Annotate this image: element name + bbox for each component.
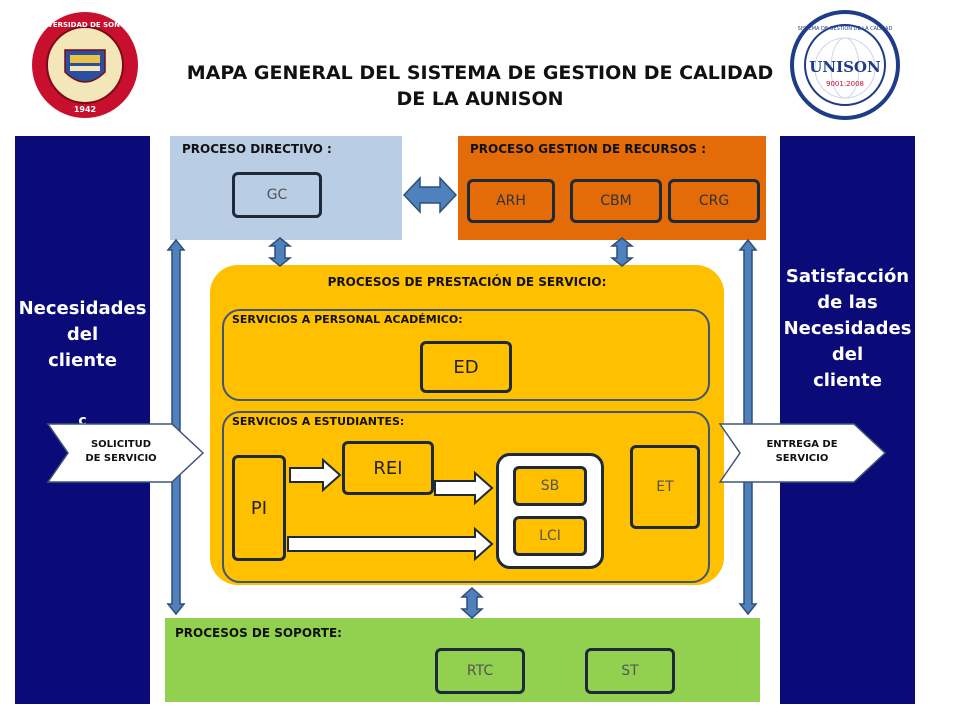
entrega-line-2: SERVICIO: [775, 453, 829, 464]
solicitud-line-1: SOLICITUD: [90, 439, 152, 450]
solicitud-arrow: [46, 423, 205, 483]
double-arrow-recursos-prestacion: [609, 237, 635, 267]
box-rtc: RTC: [435, 648, 525, 694]
left-line-3: cliente: [48, 350, 117, 371]
box-rei: REI: [342, 441, 434, 495]
right-line-4: del: [831, 344, 864, 365]
svg-text:SISTEMA DE GESTION DE LA CALID: SISTEMA DE GESTION DE LA CALIDAD: [798, 26, 893, 32]
double-arrow-prestacion-soporte: [460, 586, 484, 620]
academico-title: SERVICIOS A PERSONAL ACADÉMICO:: [232, 313, 463, 326]
box-gc: GC: [232, 172, 322, 218]
estudiantes-title: SERVICIOS A ESTUDIANTES:: [232, 415, 405, 428]
box-et: ET: [630, 445, 700, 529]
directivo-panel: PROCESO DIRECTIVO : GC: [170, 136, 402, 240]
box-crg: CRG: [668, 179, 760, 223]
svg-text:9001:2008: 9001:2008: [826, 80, 864, 88]
soporte-title: PROCESOS DE SOPORTE:: [175, 626, 342, 640]
directivo-title: PROCESO DIRECTIVO :: [182, 142, 332, 156]
recursos-title: PROCESO GESTION DE RECURSOS :: [470, 142, 707, 156]
left-stray-text: c: [78, 413, 87, 429]
svg-text:1942: 1942: [74, 105, 96, 114]
academico-panel: SERVICIOS A PERSONAL ACADÉMICO: ED: [222, 309, 710, 401]
entrega-arrow: [718, 423, 887, 483]
arrow-pi-to-library: [287, 526, 494, 562]
right-line-3: Necesidades: [783, 318, 912, 339]
right-line-2: de las: [817, 292, 878, 313]
page-title: MAPA GENERAL DEL SISTEMA DE GESTION DE C…: [160, 60, 800, 112]
estudiantes-panel: SERVICIOS A ESTUDIANTES: PI REI SB LCI E…: [222, 411, 710, 583]
soporte-panel: PROCESOS DE SOPORTE: RTC ST: [165, 618, 760, 702]
svg-text:UNIVERSIDAD DE SONORA: UNIVERSIDAD DE SONORA: [33, 21, 137, 29]
box-pi: PI: [232, 455, 286, 561]
universidad-de-sonora-seal-icon: UNIVERSIDAD DE SONORA 1942: [32, 12, 138, 118]
double-arrow-directivo-prestacion: [267, 237, 293, 267]
prestacion-title: PROCESOS DE PRESTACIÓN DE SERVICIO:: [327, 275, 607, 289]
box-ed: ED: [420, 341, 512, 393]
solicitud-line-2: DE SERVICIO: [85, 453, 157, 464]
left-line-2: del: [66, 324, 99, 345]
prestacion-panel: PROCESOS DE PRESTACIÓN DE SERVICIO: SERV…: [210, 265, 724, 585]
right-panel-satisfaction: Satisfacción de las Necesidades del clie…: [780, 136, 915, 704]
flow-arrows: [287, 457, 494, 562]
svg-text:UNISON: UNISON: [809, 58, 881, 76]
title-line-2: DE LA AUNISON: [396, 88, 564, 110]
left-panel-needs: Necesidades del cliente c: [15, 136, 150, 704]
right-line-1: Satisfacción: [785, 266, 910, 287]
right-line-5: cliente: [813, 370, 882, 391]
box-st: ST: [585, 648, 675, 694]
library-group: SB LCI: [496, 453, 604, 569]
box-arh: ARH: [467, 179, 555, 223]
box-lci: LCI: [513, 516, 587, 556]
sgc-unison-seal-icon: UNISON 9001:2008 SISTEMA DE GESTION DE L…: [790, 10, 900, 120]
double-arrow-directivo-recursos: [402, 176, 458, 214]
arrow-pi-to-rei: [289, 457, 342, 493]
entrega-label: ENTREGA DE SERVICIO: [742, 438, 862, 466]
arrow-rei-to-library: [434, 470, 494, 506]
box-cbm: CBM: [570, 179, 662, 223]
entrega-line-1: ENTREGA DE: [766, 439, 838, 450]
title-line-1: MAPA GENERAL DEL SISTEMA DE GESTION DE C…: [186, 62, 774, 84]
box-sb: SB: [513, 466, 587, 506]
solicitud-label: SOLICITUD DE SERVICIO: [66, 438, 176, 466]
recursos-panel: PROCESO GESTION DE RECURSOS : ARH CBM CR…: [458, 136, 766, 240]
left-line-1: Necesidades: [18, 298, 147, 319]
